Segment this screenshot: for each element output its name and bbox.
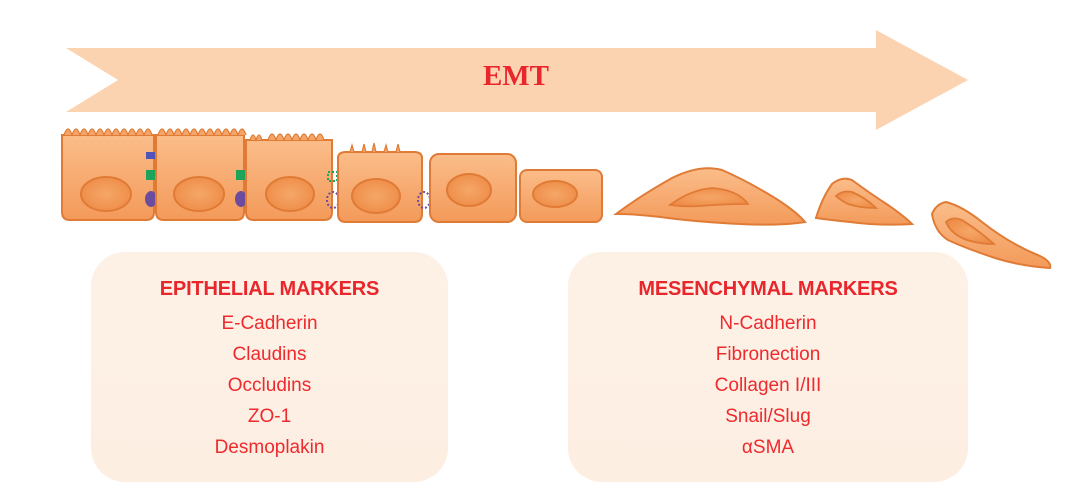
list-item: N-Cadherin	[568, 308, 968, 339]
list-item: Occludins	[91, 370, 448, 401]
transitional-cell-5	[430, 154, 516, 222]
mesenchymal-markers-title: MESENCHYMAL MARKERS	[568, 278, 968, 301]
epithelial-markers-title: EPITHELIAL MARKERS	[91, 278, 448, 301]
list-item: Snail/Slug	[568, 401, 968, 432]
mesenchymal-cell-7	[616, 168, 805, 224]
mesenchymal-cell-8	[816, 179, 912, 225]
epithelial-cell-3	[246, 134, 332, 220]
epithelial-markers-panel: EPITHELIAL MARKERS E-Cadherin Claudins O…	[91, 252, 448, 482]
nucleus	[533, 181, 577, 207]
nucleus	[174, 177, 224, 211]
epithelial-cell-1	[62, 129, 154, 220]
mesenchymal-markers-list: N-Cadherin Fibronection Collagen I/III S…	[568, 308, 968, 463]
nucleus	[447, 174, 491, 206]
list-item: Desmoplakin	[91, 432, 448, 463]
epithelial-cell-2	[156, 129, 246, 220]
list-item: E-Cadherin	[91, 308, 448, 339]
list-item: Fibronection	[568, 339, 968, 370]
nucleus	[266, 177, 314, 211]
transitional-cell-6	[520, 170, 602, 222]
nucleus	[81, 177, 131, 211]
epithelial-markers-list: E-Cadherin Claudins Occludins ZO-1 Desmo…	[91, 308, 448, 463]
list-item: Collagen I/III	[568, 370, 968, 401]
list-item: ZO-1	[91, 401, 448, 432]
emt-label: EMT	[466, 60, 566, 93]
nucleus	[352, 179, 400, 213]
mesenchymal-markers-panel: MESENCHYMAL MARKERS N-Cadherin Fibronect…	[568, 252, 968, 482]
list-item: Claudins	[91, 339, 448, 370]
list-item: αSMA	[568, 432, 968, 463]
epithelial-cell-4	[338, 143, 422, 222]
